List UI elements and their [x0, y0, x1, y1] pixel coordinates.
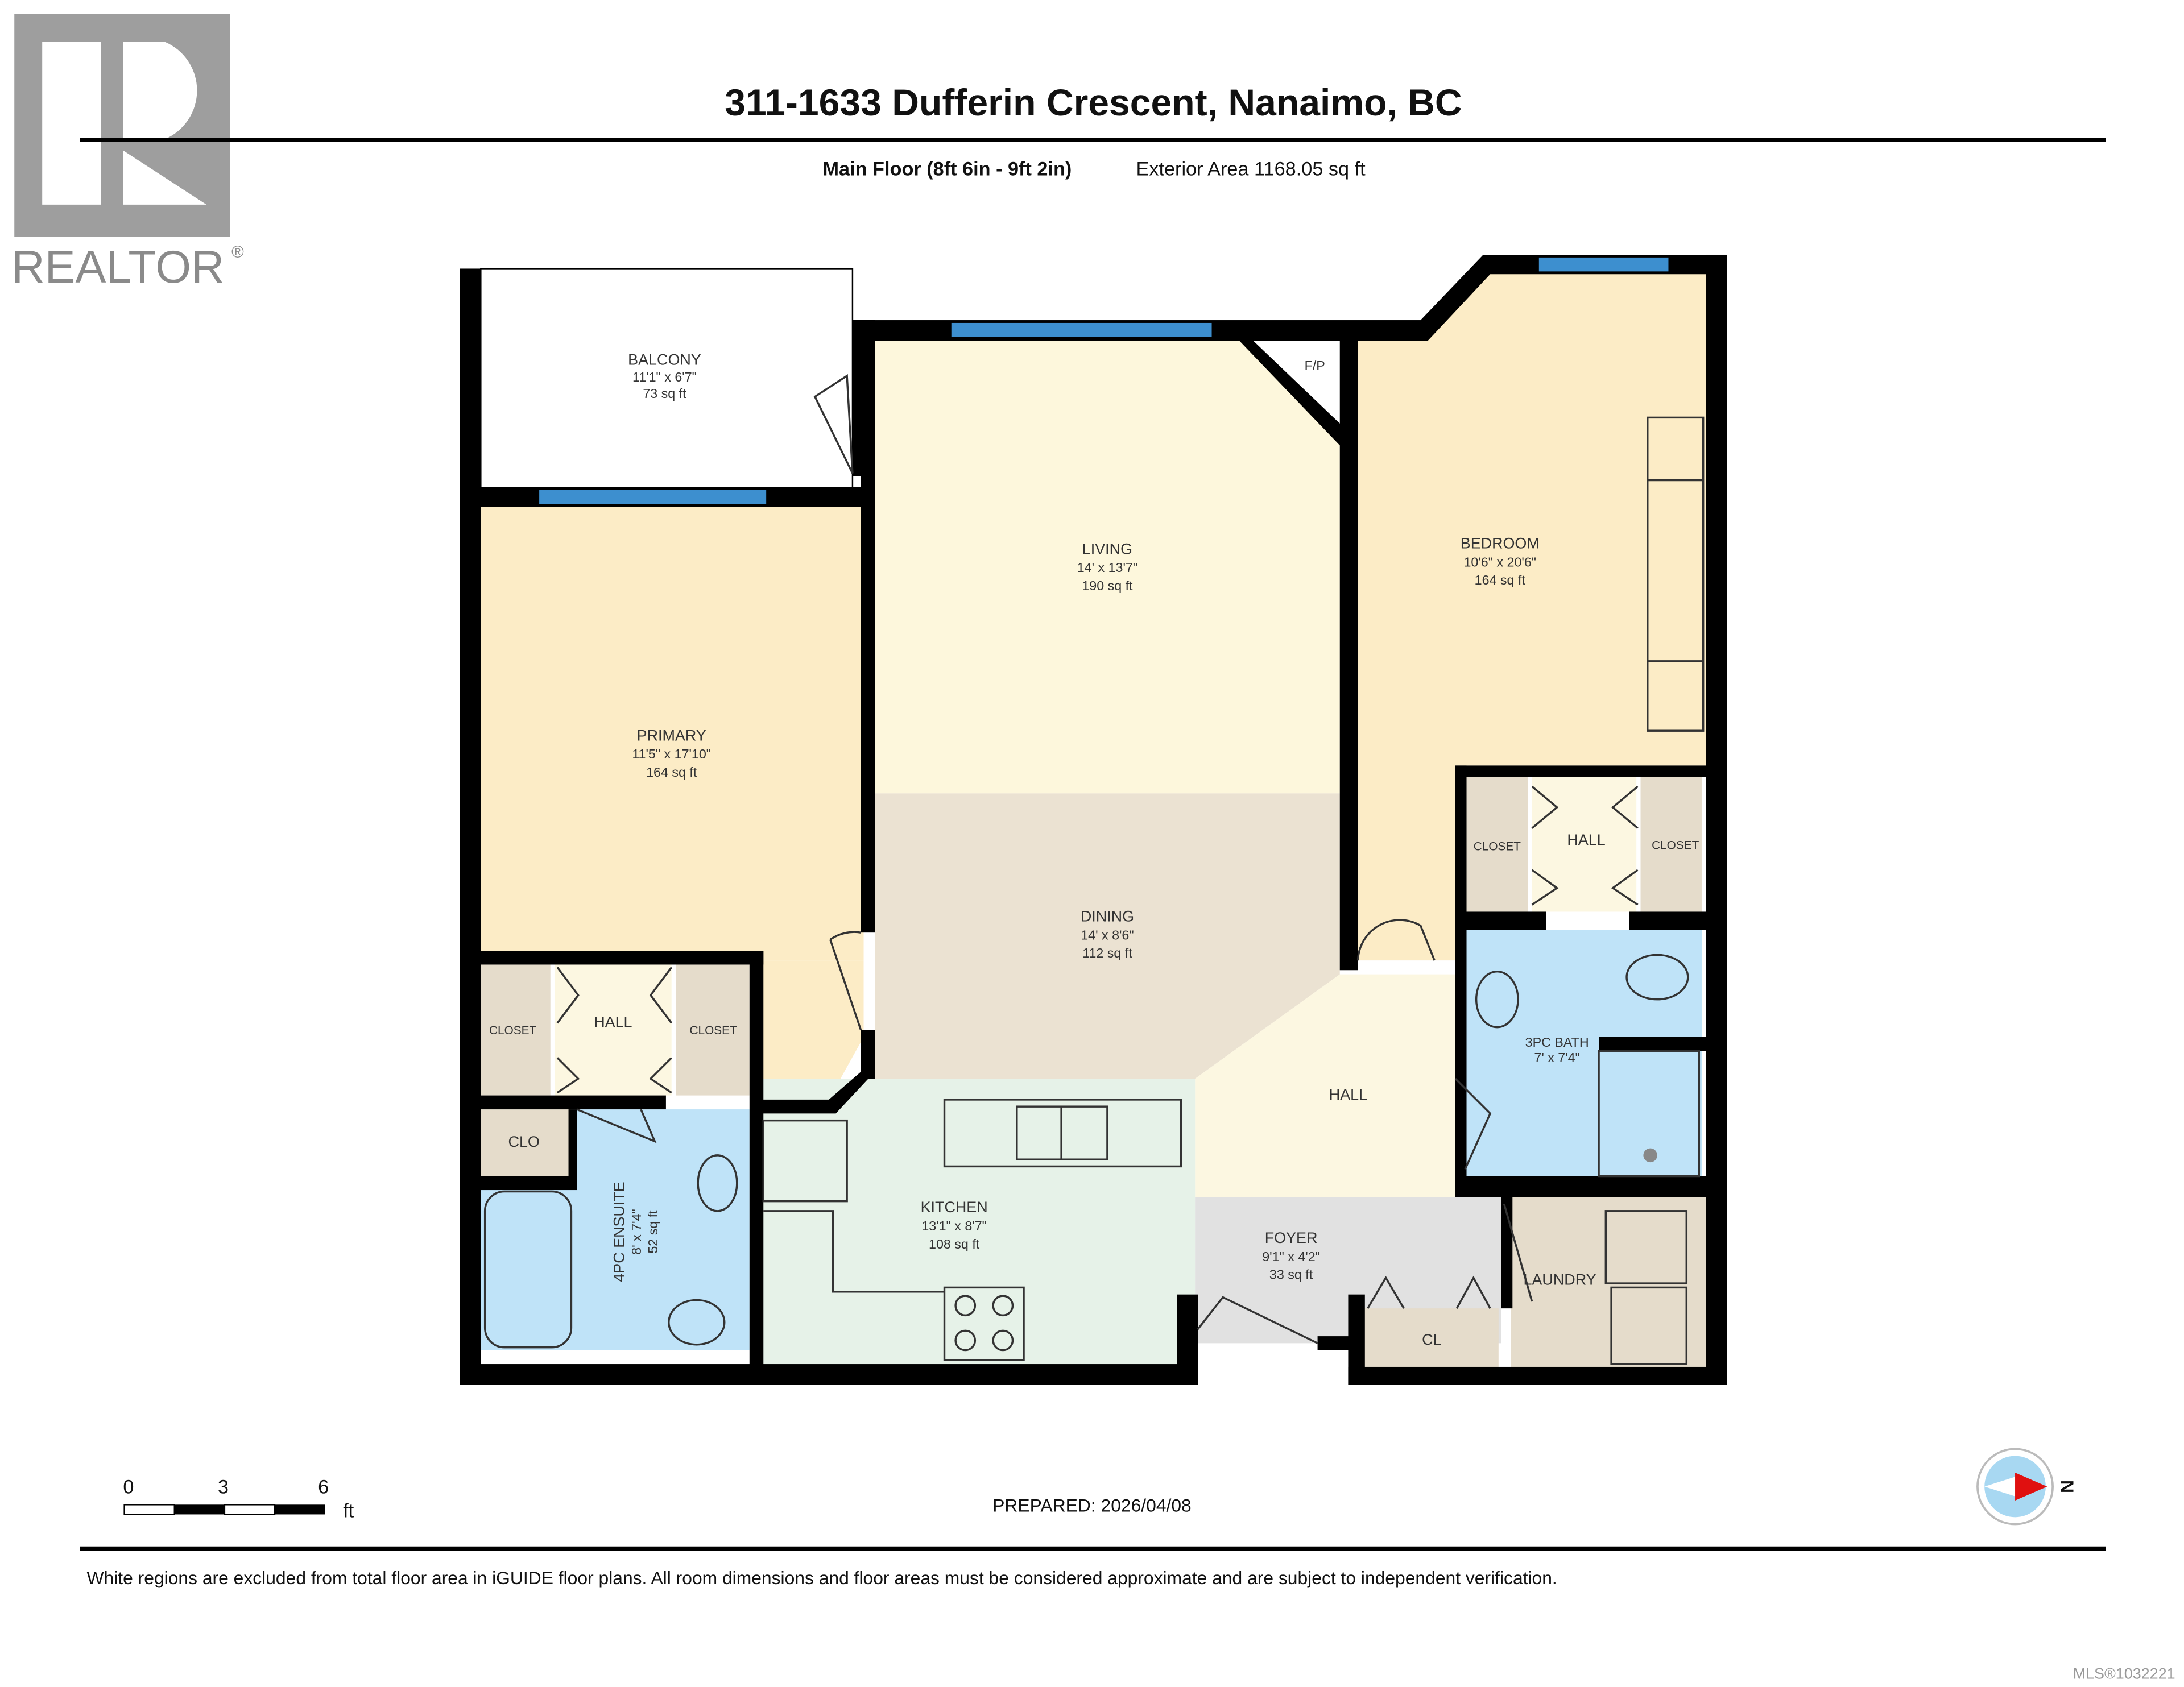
- closet-label: CLOSET: [690, 1024, 738, 1037]
- scale-tick: 3: [218, 1477, 229, 1498]
- laundry-label: LAUNDRY: [1523, 1271, 1596, 1288]
- disclaimer: White regions are excluded from total fl…: [87, 1568, 1557, 1588]
- hall-label: HALL: [594, 1014, 632, 1031]
- room-dims: 14' x 8'6": [1081, 927, 1134, 942]
- scale-bar: 0 3 6 ft: [123, 1477, 354, 1522]
- room-dims: 11'5" x 17'10": [632, 747, 711, 761]
- room-bath: 3PC BATH 7' x 7'4": [1525, 1035, 1589, 1065]
- fridge-icon: [762, 1119, 848, 1203]
- primary-area: [481, 501, 864, 961]
- room-area: 33 sq ft: [1269, 1267, 1313, 1282]
- scale-tick: 0: [123, 1477, 134, 1498]
- bath-area: [1465, 930, 1702, 1176]
- washer-icon: [1610, 1286, 1688, 1365]
- hall-label: HALL: [1329, 1086, 1367, 1103]
- room-dims: 10'6" x 20'6": [1464, 554, 1537, 569]
- room-balcony: BALCONY 11'1" x 6'7" 73 sq ft: [628, 351, 701, 401]
- room-kitchen: KITCHEN 13'1" x 8'7" 108 sq ft: [921, 1199, 988, 1251]
- room-area: 52 sq ft: [646, 1210, 660, 1254]
- primary-lower-area: [557, 960, 864, 1100]
- closet-label: CL: [1422, 1331, 1441, 1348]
- room-area: 108 sq ft: [929, 1237, 980, 1251]
- room-ensuite: 4PC ENSUITE 8' x 7'4" 52 sq ft: [610, 1182, 660, 1282]
- room-name: 4PC ENSUITE: [610, 1182, 627, 1282]
- room-dims: 9'1" x 4'2": [1262, 1249, 1320, 1264]
- cl-area: [1362, 1308, 1499, 1371]
- room-living: LIVING 14' x 13'7" 190 sq ft: [1077, 540, 1138, 593]
- bathtub-icon: [483, 1190, 573, 1349]
- page-title: 311-1633 Dufferin Crescent, Nanaimo, BC: [725, 82, 1462, 124]
- room-name: FOYER: [1265, 1229, 1318, 1246]
- room-foyer: FOYER 9'1" x 4'2" 33 sq ft: [1262, 1229, 1320, 1282]
- windows: [539, 257, 1669, 504]
- closet-label: CLOSET: [1474, 840, 1521, 853]
- footer-divider: [80, 1546, 2106, 1551]
- living-window: [951, 322, 1212, 337]
- room-name: LIVING: [1082, 540, 1132, 557]
- room-dims: 7' x 7'4": [1534, 1050, 1579, 1065]
- compass-label: N: [2057, 1480, 2078, 1493]
- shower-icon: [1598, 1050, 1701, 1178]
- room-name: PRIMARY: [637, 727, 706, 744]
- realtor-logo-text: REALTOR: [11, 242, 224, 293]
- room-dims: 8' x 7'4": [629, 1209, 644, 1254]
- room-dining: DINING 14' x 8'6" 112 sq ft: [1081, 908, 1134, 961]
- room-primary: PRIMARY 11'5" x 17'10" 164 sq ft: [632, 727, 711, 780]
- header-divider: [80, 138, 2106, 142]
- floor-label: Main Floor (8ft 6in - 9ft 2in): [822, 158, 1072, 180]
- room-dims: 11'1" x 6'7": [632, 370, 697, 384]
- room-name: BEDROOM: [1461, 535, 1540, 552]
- bath-toilet-icon: [1625, 954, 1689, 1001]
- stove-icon: [943, 1286, 1025, 1361]
- mls-number: MLS®1032221: [2073, 1665, 2175, 1682]
- room-dims: 13'1" x 8'7": [921, 1218, 987, 1233]
- fixtures: [483, 374, 1705, 1365]
- room-area: 73 sq ft: [643, 386, 686, 401]
- primary-window: [539, 490, 767, 504]
- closet-label: CLOSET: [1652, 839, 1699, 852]
- wardrobe: [1647, 416, 1705, 732]
- dryer-icon: [1604, 1210, 1688, 1284]
- bedroom-window: [1538, 257, 1669, 272]
- balcony-area: [480, 268, 854, 491]
- bedroom-closet-right-area: [1640, 775, 1702, 912]
- room-dims: 14' x 13'7": [1077, 560, 1138, 575]
- bedroom-area: [1358, 271, 1706, 961]
- north-arrow-icon: N: [1976, 1448, 2078, 1526]
- ensuite-sink-icon: [697, 1154, 738, 1212]
- room-area: 164 sq ft: [646, 765, 697, 780]
- scale-unit: ft: [343, 1500, 354, 1522]
- center-hall-area: [1195, 974, 1455, 1197]
- realtor-logo: REALTOR ®: [11, 14, 244, 293]
- closet-label: CLOSET: [489, 1024, 537, 1037]
- bedroom-hall-area: [1532, 775, 1637, 912]
- closet-label: CLO: [508, 1133, 540, 1150]
- room-name: BALCONY: [628, 351, 701, 368]
- ensuite-toilet-icon: [668, 1299, 726, 1346]
- dining-area: [875, 793, 1340, 1079]
- room-fills: [480, 268, 1706, 1371]
- fireplace-label: F/P: [1305, 358, 1325, 373]
- room-area: 164 sq ft: [1475, 573, 1526, 587]
- hall-label: HALL: [1567, 831, 1605, 848]
- room-name: KITCHEN: [921, 1199, 988, 1216]
- room-name: DINING: [1081, 908, 1134, 925]
- living-area: [875, 341, 1340, 794]
- primary-closet-right-area: [676, 963, 750, 1096]
- bath-sink-icon: [1475, 971, 1519, 1029]
- room-area: 190 sq ft: [1082, 578, 1133, 593]
- scale-tick: 6: [318, 1477, 329, 1498]
- room-name: 3PC BATH: [1525, 1035, 1589, 1050]
- bedroom-closet-left-area: [1465, 775, 1528, 912]
- room-area: 112 sq ft: [1082, 946, 1132, 960]
- exterior-area: Exterior Area 1168.05 sq ft: [1136, 158, 1366, 180]
- room-labels: BALCONY 11'1" x 6'7" 73 sq ft LIVING 14'…: [489, 351, 1699, 1348]
- kitchen-island: [943, 1099, 1182, 1168]
- kitchen-area: [759, 1079, 1196, 1371]
- registered-mark: ®: [231, 243, 244, 262]
- primary-closet-left-area: [481, 963, 551, 1096]
- room-bedroom: BEDROOM 10'6" x 20'6" 164 sq ft: [1461, 535, 1540, 588]
- prepared-date: PREPARED: 2026/04/08: [992, 1495, 1192, 1516]
